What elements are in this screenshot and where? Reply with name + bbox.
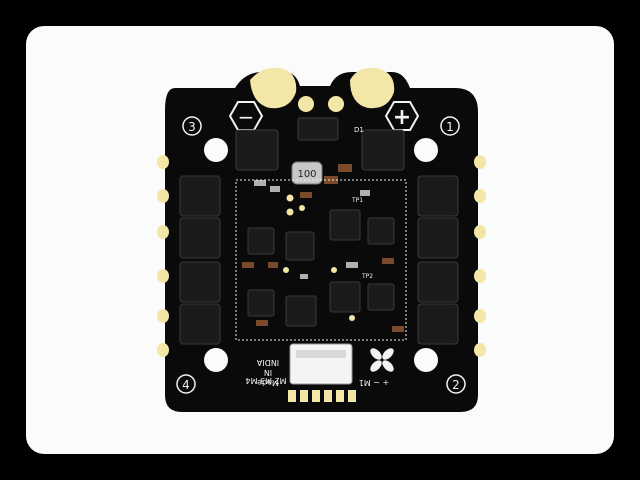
- inductor-code: 100: [297, 169, 316, 180]
- corner-marker-2: [446, 374, 466, 394]
- connector-pins: [296, 350, 346, 358]
- connector-pads: [288, 390, 356, 402]
- mosfet-right-column: [417, 175, 459, 345]
- corner-label-4: 4: [182, 378, 190, 392]
- minus-label: −: [238, 105, 255, 129]
- made-in-line1: Made: [257, 378, 279, 387]
- corner-marker-4: [176, 374, 196, 394]
- made-in-line2: IN: [264, 368, 272, 377]
- corner-label-1: 1: [446, 120, 454, 134]
- plus-label: +: [393, 105, 411, 130]
- regulator-chip: [297, 117, 339, 141]
- left-motor-pads: [157, 155, 169, 357]
- mosfet-top-row: [235, 129, 405, 171]
- inner-silk-outline: [235, 179, 407, 341]
- corner-marker-3: [182, 116, 202, 136]
- motor-labels-left: M2 M3 M4: [245, 376, 286, 385]
- brand-logo-mark: [370, 348, 394, 372]
- pad-positive: [350, 67, 395, 109]
- pad-small-right: [328, 96, 344, 112]
- mount-hole-br: [414, 348, 438, 372]
- corner-label-2: 2: [452, 378, 460, 392]
- mount-hole-tl: [204, 138, 228, 162]
- made-in-line3: INDIA: [256, 358, 279, 367]
- passive-components: [242, 164, 404, 332]
- mosfet-left-column: [179, 175, 221, 345]
- ref-tp2: TP2: [361, 273, 373, 280]
- test-points: [283, 194, 355, 321]
- corner-label-3: 3: [188, 120, 196, 134]
- center-ic-cluster: [247, 209, 395, 327]
- made-in-label-group: Made IN INDIA: [256, 358, 279, 387]
- right-motor-pads: [474, 155, 486, 357]
- inductor: [291, 161, 323, 185]
- corner-marker-1: [440, 116, 460, 136]
- ref-d1: D1: [354, 126, 364, 134]
- motor-labels-right: + − M1: [359, 378, 389, 387]
- mount-hole-bl: [204, 348, 228, 372]
- pad-small-left: [298, 96, 314, 112]
- mount-hole-tr: [414, 138, 438, 162]
- pad-negative: [250, 67, 297, 109]
- ref-tp1: TP1: [351, 197, 363, 204]
